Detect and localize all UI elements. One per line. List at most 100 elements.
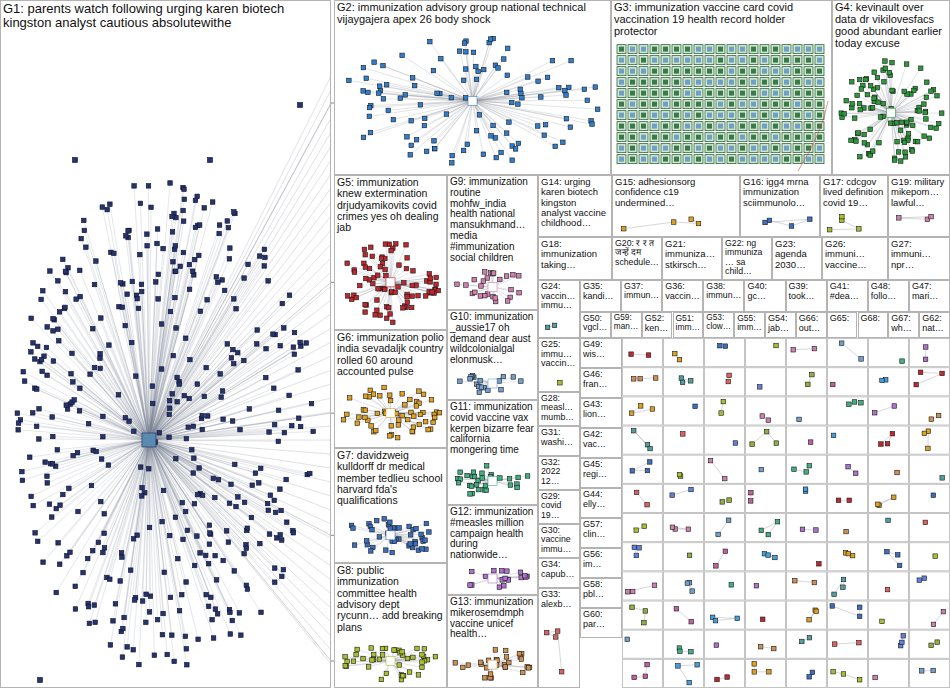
vertex-icon [795, 124, 800, 129]
vertex [22, 379, 27, 384]
vertex [435, 91, 440, 96]
vertex-icon [630, 157, 635, 162]
group-network [347, 36, 600, 165]
vertex-icon [674, 146, 679, 151]
vertex [267, 532, 272, 537]
vertex [259, 610, 264, 615]
vertex [410, 294, 415, 299]
vertex [525, 75, 530, 80]
vertex-icon [685, 58, 690, 63]
vertex-icon [729, 47, 734, 52]
vertex [167, 435, 172, 440]
vertex [366, 90, 371, 95]
vertex [650, 78, 659, 87]
vertex [815, 78, 824, 87]
vertex [227, 257, 232, 262]
vertex [180, 500, 185, 505]
vertex-icon [652, 135, 657, 140]
vertex [278, 487, 283, 492]
vertex [628, 155, 637, 164]
vertex [902, 140, 907, 145]
vertex [182, 393, 187, 398]
vertex [910, 149, 915, 154]
vertex-icon [762, 135, 767, 140]
tie-line [149, 295, 290, 440]
vertex [192, 501, 197, 506]
tie-line [354, 272, 390, 282]
tie-line [133, 440, 149, 650]
tie-line [120, 440, 149, 581]
vertex-icon [718, 102, 723, 107]
vertex [749, 111, 758, 120]
vertex [122, 615, 127, 620]
vertex [74, 297, 79, 302]
tie-line [42, 371, 149, 440]
vertex [146, 184, 151, 189]
tie-line [149, 440, 215, 609]
tie-line [473, 39, 494, 101]
vertex [161, 611, 166, 616]
vertex [428, 39, 433, 44]
tie-line [80, 270, 149, 440]
vertex [705, 155, 714, 164]
vertex [868, 127, 873, 132]
vertex [84, 245, 89, 250]
vertex [292, 352, 297, 357]
tie-line [60, 440, 149, 505]
tie-line [149, 358, 231, 440]
vertex [291, 345, 296, 350]
vertex [863, 77, 868, 82]
vertex-icon [729, 58, 734, 63]
group-network [839, 59, 944, 164]
vertex [86, 604, 91, 609]
vertex-icon [762, 124, 767, 129]
vertex [67, 486, 72, 491]
vertex-icon [652, 146, 657, 151]
vertex [815, 144, 824, 153]
vertex [409, 305, 414, 310]
vertex [51, 316, 56, 321]
vertex [661, 133, 670, 142]
vertex [694, 144, 703, 153]
vertex-icon [619, 69, 624, 74]
vertex [172, 659, 177, 664]
vertex [815, 89, 824, 98]
vertex-icon [773, 58, 778, 63]
vertex [136, 306, 141, 311]
tie-line [149, 440, 215, 498]
tie-line [149, 395, 289, 440]
tie-line [96, 261, 149, 440]
vertex [423, 116, 428, 121]
vertex-icon [806, 157, 811, 162]
vertex-icon [806, 58, 811, 63]
vertex [195, 382, 200, 387]
tie-line [363, 68, 472, 101]
vertex [639, 67, 648, 76]
tie-line [149, 174, 331, 440]
vertex [236, 495, 241, 500]
vertex-icon [630, 91, 635, 96]
vertex [705, 111, 714, 120]
vertex [367, 105, 372, 110]
vertex [282, 326, 287, 331]
vertex [405, 300, 410, 305]
vertex [280, 574, 285, 579]
vertex [639, 133, 648, 142]
vertex [384, 273, 389, 278]
tie-line [60, 312, 149, 440]
tie-line [433, 71, 472, 101]
vertex [513, 147, 518, 152]
vertex [672, 144, 681, 153]
tie-line [149, 440, 209, 606]
vertex [439, 56, 444, 61]
vertex-icon [641, 58, 646, 63]
vertex-icon [817, 146, 822, 151]
vertex-icon [641, 113, 646, 118]
tie-line [149, 90, 331, 440]
tie-line [149, 146, 331, 440]
vertex [771, 56, 780, 65]
vertex [244, 546, 249, 551]
tie-line [47, 327, 149, 440]
vertex [771, 67, 780, 76]
vertex [372, 60, 377, 64]
